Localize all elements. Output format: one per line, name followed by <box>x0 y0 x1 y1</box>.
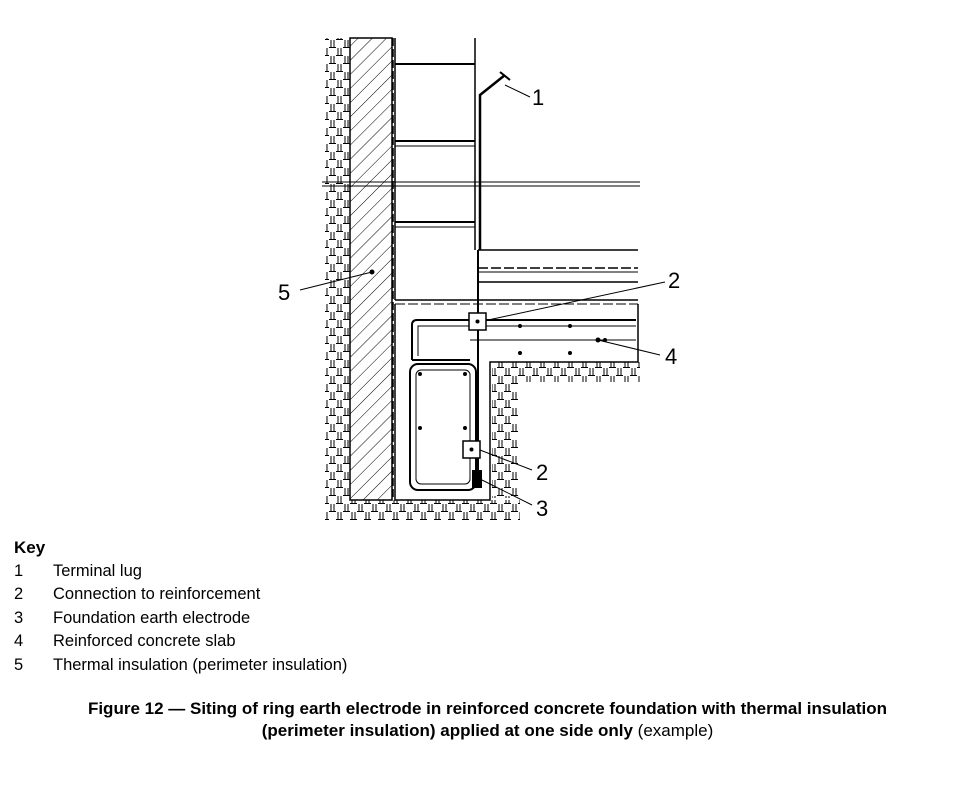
key-item: 4 Reinforced concrete slab <box>14 630 347 654</box>
key-item: 1 Terminal lug <box>14 560 347 584</box>
key-item: 2 Connection to reinforcement <box>14 583 347 607</box>
caption-line-2-bold: (perimeter insulation) applied at one si… <box>261 721 633 740</box>
key-text: Terminal lug <box>53 561 142 580</box>
callout-4: 4 <box>665 344 677 369</box>
soil-right <box>325 362 640 520</box>
leader-dot-4 <box>595 337 601 343</box>
leader-dot-5 <box>369 269 375 275</box>
key-legend: Key 1 Terminal lug 2 Connection to reinf… <box>14 536 347 678</box>
callout-2-lower: 2 <box>536 460 548 485</box>
thermal-insulation <box>349 37 394 501</box>
earth-electrode <box>472 470 482 488</box>
key-text: Thermal insulation (perimeter insulation… <box>53 655 348 674</box>
key-text: Reinforced concrete slab <box>53 632 236 651</box>
key-text: Foundation earth electrode <box>53 608 251 627</box>
key-number: 5 <box>14 655 24 674</box>
key-number: 4 <box>14 632 24 651</box>
wall <box>394 38 476 300</box>
technical-drawing: 1 2 4 2 3 5 <box>278 37 680 521</box>
connection-clamp-upper <box>468 312 487 331</box>
soil-left <box>325 38 350 518</box>
connection-clamp-lower <box>462 440 481 459</box>
key-number: 1 <box>14 561 24 580</box>
key-number: 3 <box>14 608 24 627</box>
caption-line-1: Figure 12 — Siting of ring earth electro… <box>87 699 888 718</box>
concrete-foundation <box>394 304 639 501</box>
key-item: 5 Thermal insulation (perimeter insulati… <box>14 654 347 678</box>
caption-line-2: (perimeter insulation) applied at one si… <box>0 720 975 742</box>
key-title: Key <box>14 538 46 557</box>
figure-caption: Figure 12 — Siting of ring earth electro… <box>0 698 975 742</box>
callout-3: 3 <box>536 496 548 521</box>
callout-1: 1 <box>532 85 544 110</box>
terminal-lug <box>477 71 511 470</box>
key-number: 2 <box>14 585 24 604</box>
key-item: 3 Foundation earth electrode <box>14 607 347 631</box>
key-text: Connection to reinforcement <box>53 585 261 604</box>
leader-lines <box>299 84 666 506</box>
caption-line-2-plain: (example) <box>632 721 714 740</box>
callout-2-upper: 2 <box>668 268 680 293</box>
callout-5: 5 <box>278 280 290 305</box>
